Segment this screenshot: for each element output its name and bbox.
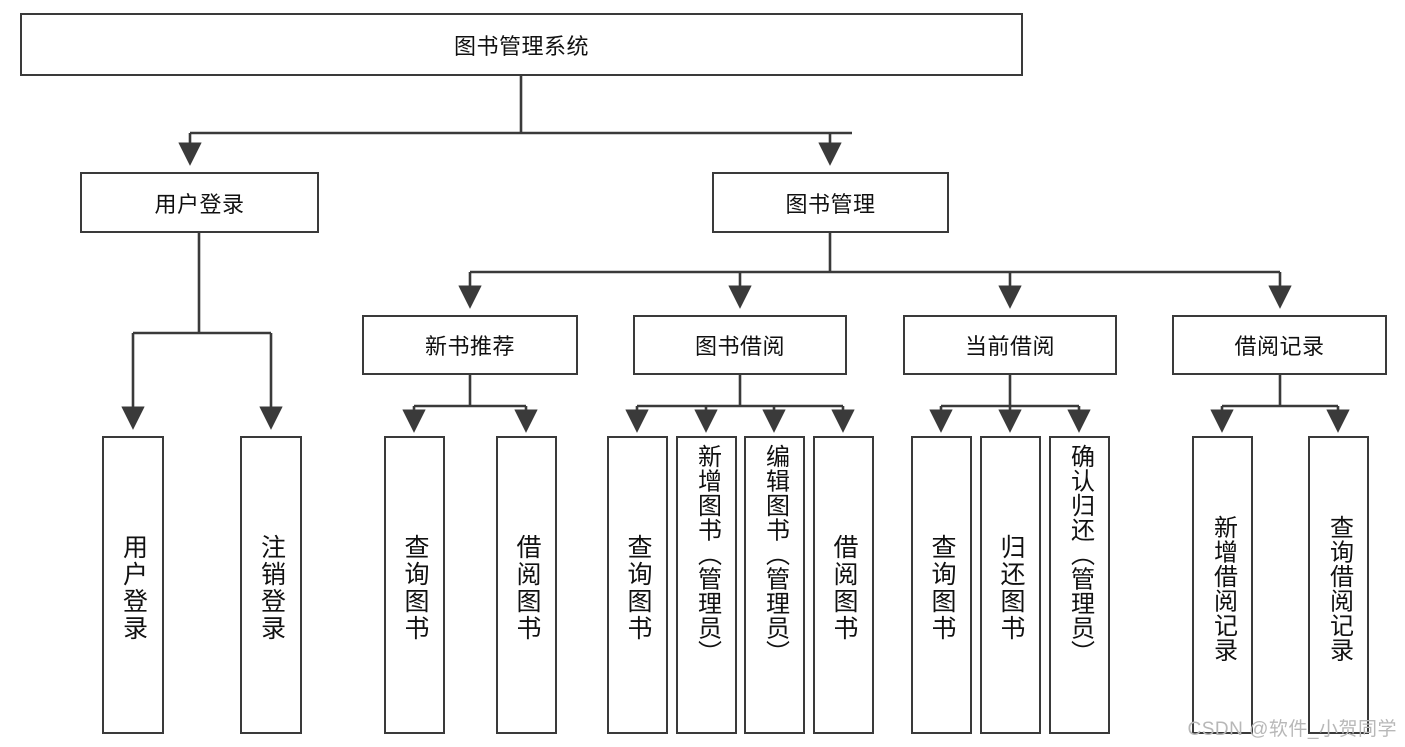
leaf-book-borrow-4[interactable]: 借阅图书 — [813, 436, 874, 734]
leaf-borrow-record-1-label: 新增借阅记录 — [1209, 514, 1237, 662]
node-borrow-record-label: 借阅记录 — [1234, 334, 1325, 359]
watermark-text: CSDN @软件_小贺同学 — [1187, 719, 1397, 740]
node-borrow-record[interactable]: 借阅记录 — [1172, 315, 1387, 375]
node-new-book-recommend-label: 新书推荐 — [424, 334, 515, 359]
leaf-book-borrow-1[interactable]: 查询图书 — [607, 436, 668, 734]
node-user-login[interactable]: 用户登录 — [80, 172, 319, 233]
node-current-borrow[interactable]: 当前借阅 — [903, 315, 1117, 375]
node-current-borrow-label: 当前借阅 — [964, 334, 1055, 359]
node-book-borrow-label: 图书借阅 — [694, 334, 785, 359]
leaf-new-book-recommend-2-label: 借阅图书 — [513, 534, 541, 642]
node-user-login-label: 用户登录 — [154, 191, 245, 217]
node-new-book-recommend[interactable]: 新书推荐 — [362, 315, 578, 375]
leaf-book-borrow-1-label: 查询图书 — [624, 534, 652, 642]
leaf-book-borrow-3[interactable]: 编辑图书（管理员） — [744, 436, 805, 734]
node-root[interactable]: 图书管理系统 — [20, 13, 1023, 76]
node-book-management-label: 图书管理 — [785, 191, 876, 217]
leaf-current-borrow-1[interactable]: 查询图书 — [911, 436, 972, 734]
leaf-new-book-recommend-1[interactable]: 查询图书 — [384, 436, 445, 734]
leaf-user-login-1[interactable]: 用户登录 — [102, 436, 164, 734]
leaf-new-book-recommend-2[interactable]: 借阅图书 — [496, 436, 557, 734]
leaf-book-borrow-4-label: 借阅图书 — [830, 534, 858, 642]
leaf-borrow-record-2[interactable]: 查询借阅记录 — [1308, 436, 1369, 734]
leaf-user-login-1-label: 用户登录 — [119, 534, 148, 642]
leaf-current-borrow-2[interactable]: 归还图书 — [980, 436, 1041, 734]
leaf-current-borrow-1-label: 查询图书 — [928, 534, 956, 642]
leaf-user-login-2[interactable]: 注销登录 — [240, 436, 302, 734]
leaf-book-borrow-3-label: 编辑图书（管理员） — [761, 444, 789, 665]
node-book-borrow[interactable]: 图书借阅 — [633, 315, 847, 375]
leaf-borrow-record-1[interactable]: 新增借阅记录 — [1192, 436, 1253, 734]
leaf-user-login-2-label: 注销登录 — [257, 534, 286, 642]
leaf-book-borrow-2[interactable]: 新增图书（管理员） — [676, 436, 737, 734]
leaf-new-book-recommend-1-label: 查询图书 — [401, 534, 429, 642]
leaf-borrow-record-2-label: 查询借阅记录 — [1325, 514, 1353, 662]
leaf-book-borrow-2-label: 新增图书（管理员） — [693, 444, 721, 665]
node-book-management[interactable]: 图书管理 — [712, 172, 949, 233]
leaf-current-borrow-2-label: 归还图书 — [997, 534, 1025, 642]
node-root-label: 图书管理系统 — [453, 33, 589, 59]
leaf-current-borrow-3[interactable]: 确认归还（管理员） — [1049, 436, 1110, 734]
leaf-current-borrow-3-label: 确认归还（管理员） — [1066, 444, 1094, 665]
